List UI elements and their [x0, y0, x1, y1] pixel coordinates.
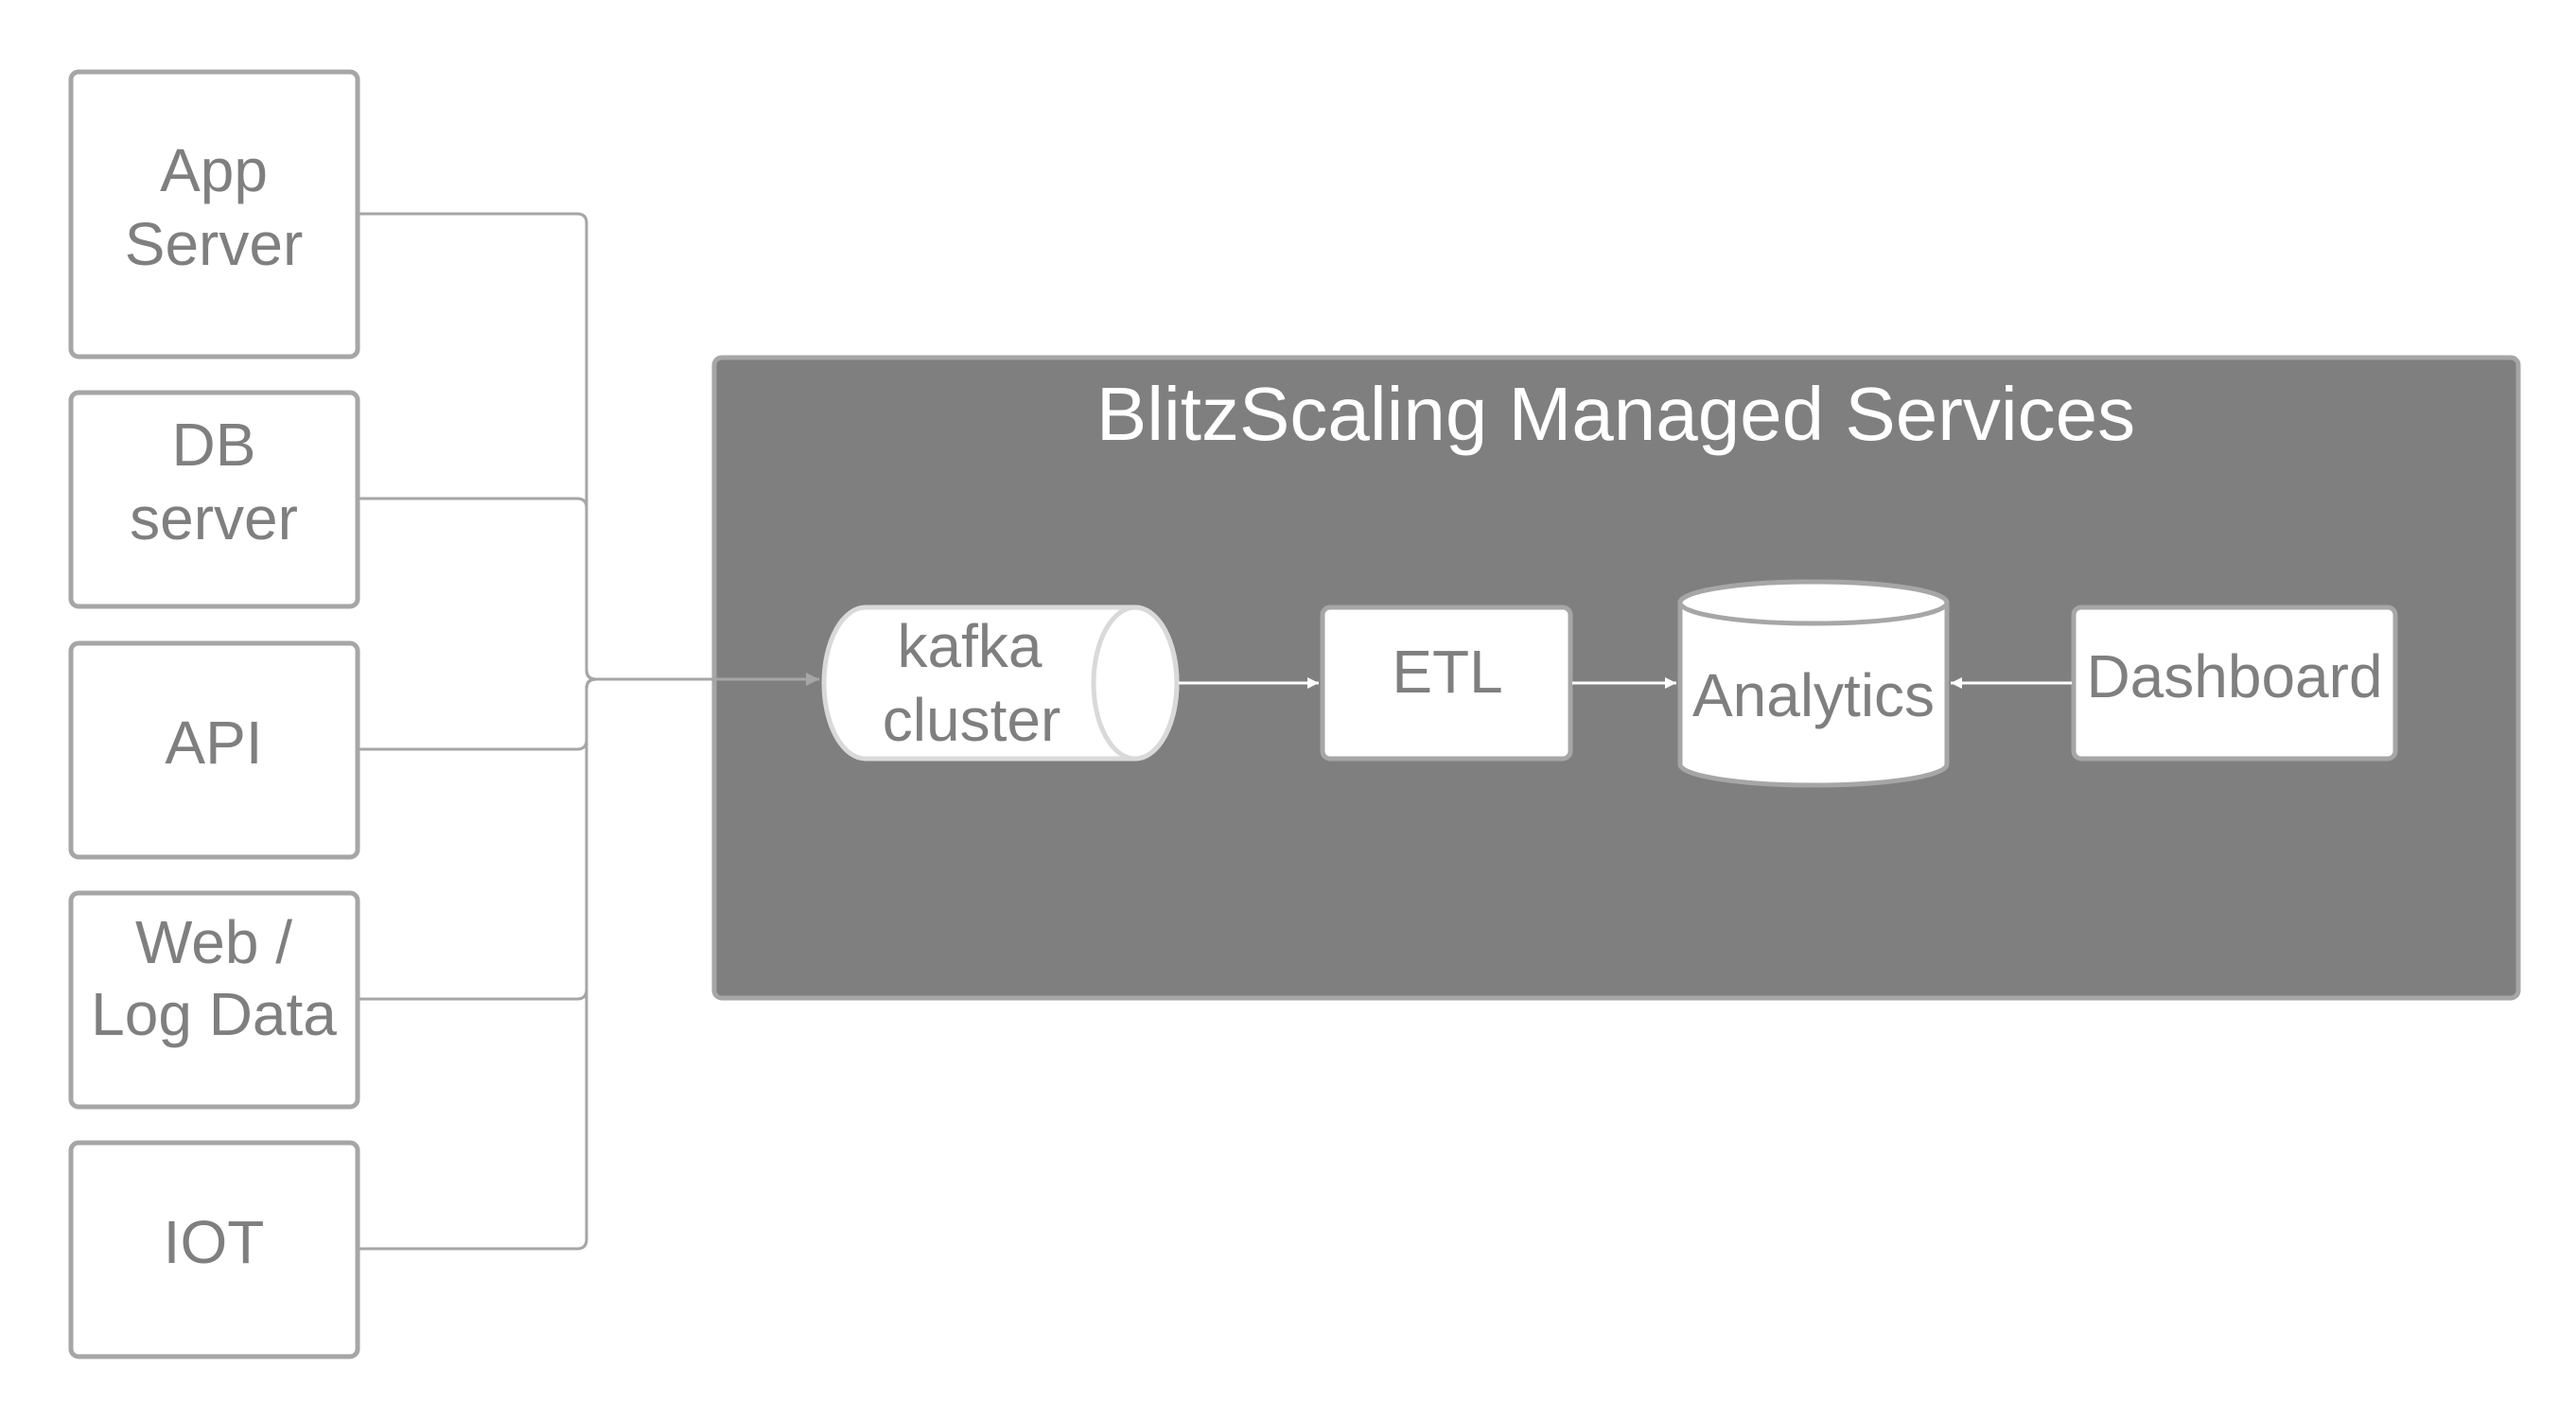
source-db-server-line-1: DB	[172, 411, 256, 479]
node-etl: ETL	[1320, 604, 1573, 762]
source-api: API	[68, 640, 360, 860]
source-db-server: DB server	[68, 390, 360, 609]
managed-services-container: BlitzScaling Managed Services	[711, 355, 2521, 1001]
node-kafka-cluster: kafka cluster	[821, 604, 1180, 762]
source-iot: IOT	[68, 1140, 360, 1359]
analytics-label: Analytics	[1692, 661, 1935, 729]
connector-web-log-data	[358, 677, 597, 1001]
dashboard-label: Dashboard	[2086, 642, 2382, 710]
connector-iot	[358, 677, 597, 1251]
source-app-server-line-2: Server	[125, 210, 304, 278]
source-connectors	[358, 212, 819, 1251]
source-web-log-data-line-1: Web /	[135, 908, 292, 976]
container-title: BlitzScaling Managed Services	[1096, 372, 2135, 456]
source-db-server-line-2: server	[130, 484, 298, 552]
source-app-server-line-1: App	[160, 136, 268, 204]
node-dashboard: Dashboard	[2071, 604, 2398, 762]
source-app-server: App Server	[68, 69, 360, 359]
connector-app-server	[358, 212, 597, 681]
source-boxes: App Server DB server API Web / Log Data …	[68, 69, 360, 1359]
kafka-label-line-2: cluster	[883, 686, 1061, 754]
connector-db-server	[358, 497, 597, 681]
source-web-log-data-line-2: Log Data	[91, 980, 337, 1048]
source-web-log-data: Web / Log Data	[68, 890, 360, 1110]
source-api-line-1: API	[165, 709, 262, 777]
connector-api	[358, 677, 597, 751]
node-analytics: Analytics	[1677, 579, 1950, 788]
kafka-label-line-1: kafka	[898, 612, 1043, 680]
source-iot-line-1: IOT	[164, 1208, 265, 1276]
etl-label: ETL	[1392, 638, 1502, 706]
